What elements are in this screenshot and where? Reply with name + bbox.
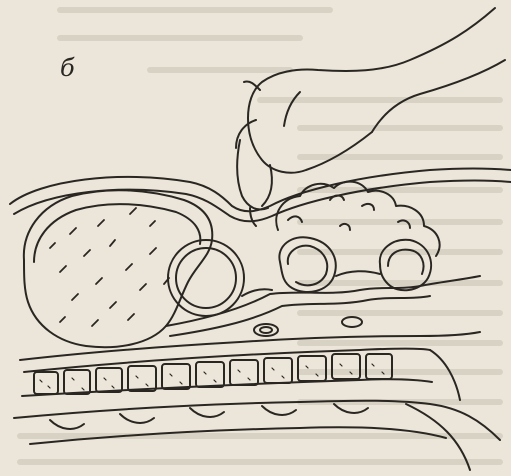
background-text-bleed xyxy=(20,10,500,462)
abdominal-wall xyxy=(10,169,511,227)
vena-cava-vessel xyxy=(342,317,362,327)
stomach-outline xyxy=(24,190,212,347)
intestine-loop-1 xyxy=(168,240,244,316)
stomach-contents xyxy=(50,208,169,326)
panel-letter: б xyxy=(60,54,75,82)
aorta-vessel xyxy=(254,324,278,336)
